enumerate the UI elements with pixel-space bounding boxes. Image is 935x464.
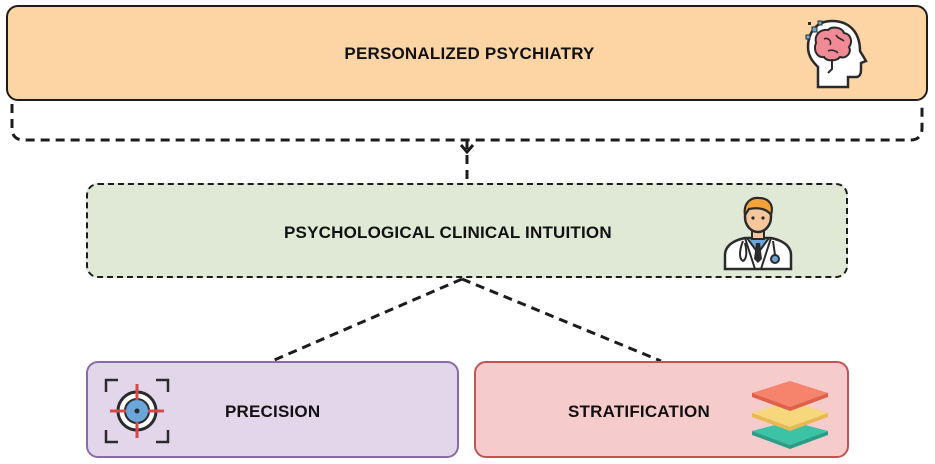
precision-box: PRECISION <box>86 361 459 458</box>
layers-icon <box>752 381 828 449</box>
stratification-label: STRATIFICATION <box>568 402 710 421</box>
brain-head-icon <box>805 19 868 89</box>
precision-label: PRECISION <box>225 402 321 421</box>
psychological-clinical-intuition-label: PSYCHOLOGICAL CLINICAL INTUITION <box>284 223 612 242</box>
personalized-psychiatry-box: PERSONALIZED PSYCHIATRY <box>6 5 928 101</box>
psychological-clinical-intuition-box: PSYCHOLOGICAL CLINICAL INTUITION <box>86 183 848 278</box>
stratification-box: STRATIFICATION <box>474 361 849 458</box>
crosshair-target-icon <box>104 378 170 444</box>
doctor-icon <box>723 196 793 271</box>
personalized-psychiatry-label: PERSONALIZED PSYCHIATRY <box>344 44 595 63</box>
